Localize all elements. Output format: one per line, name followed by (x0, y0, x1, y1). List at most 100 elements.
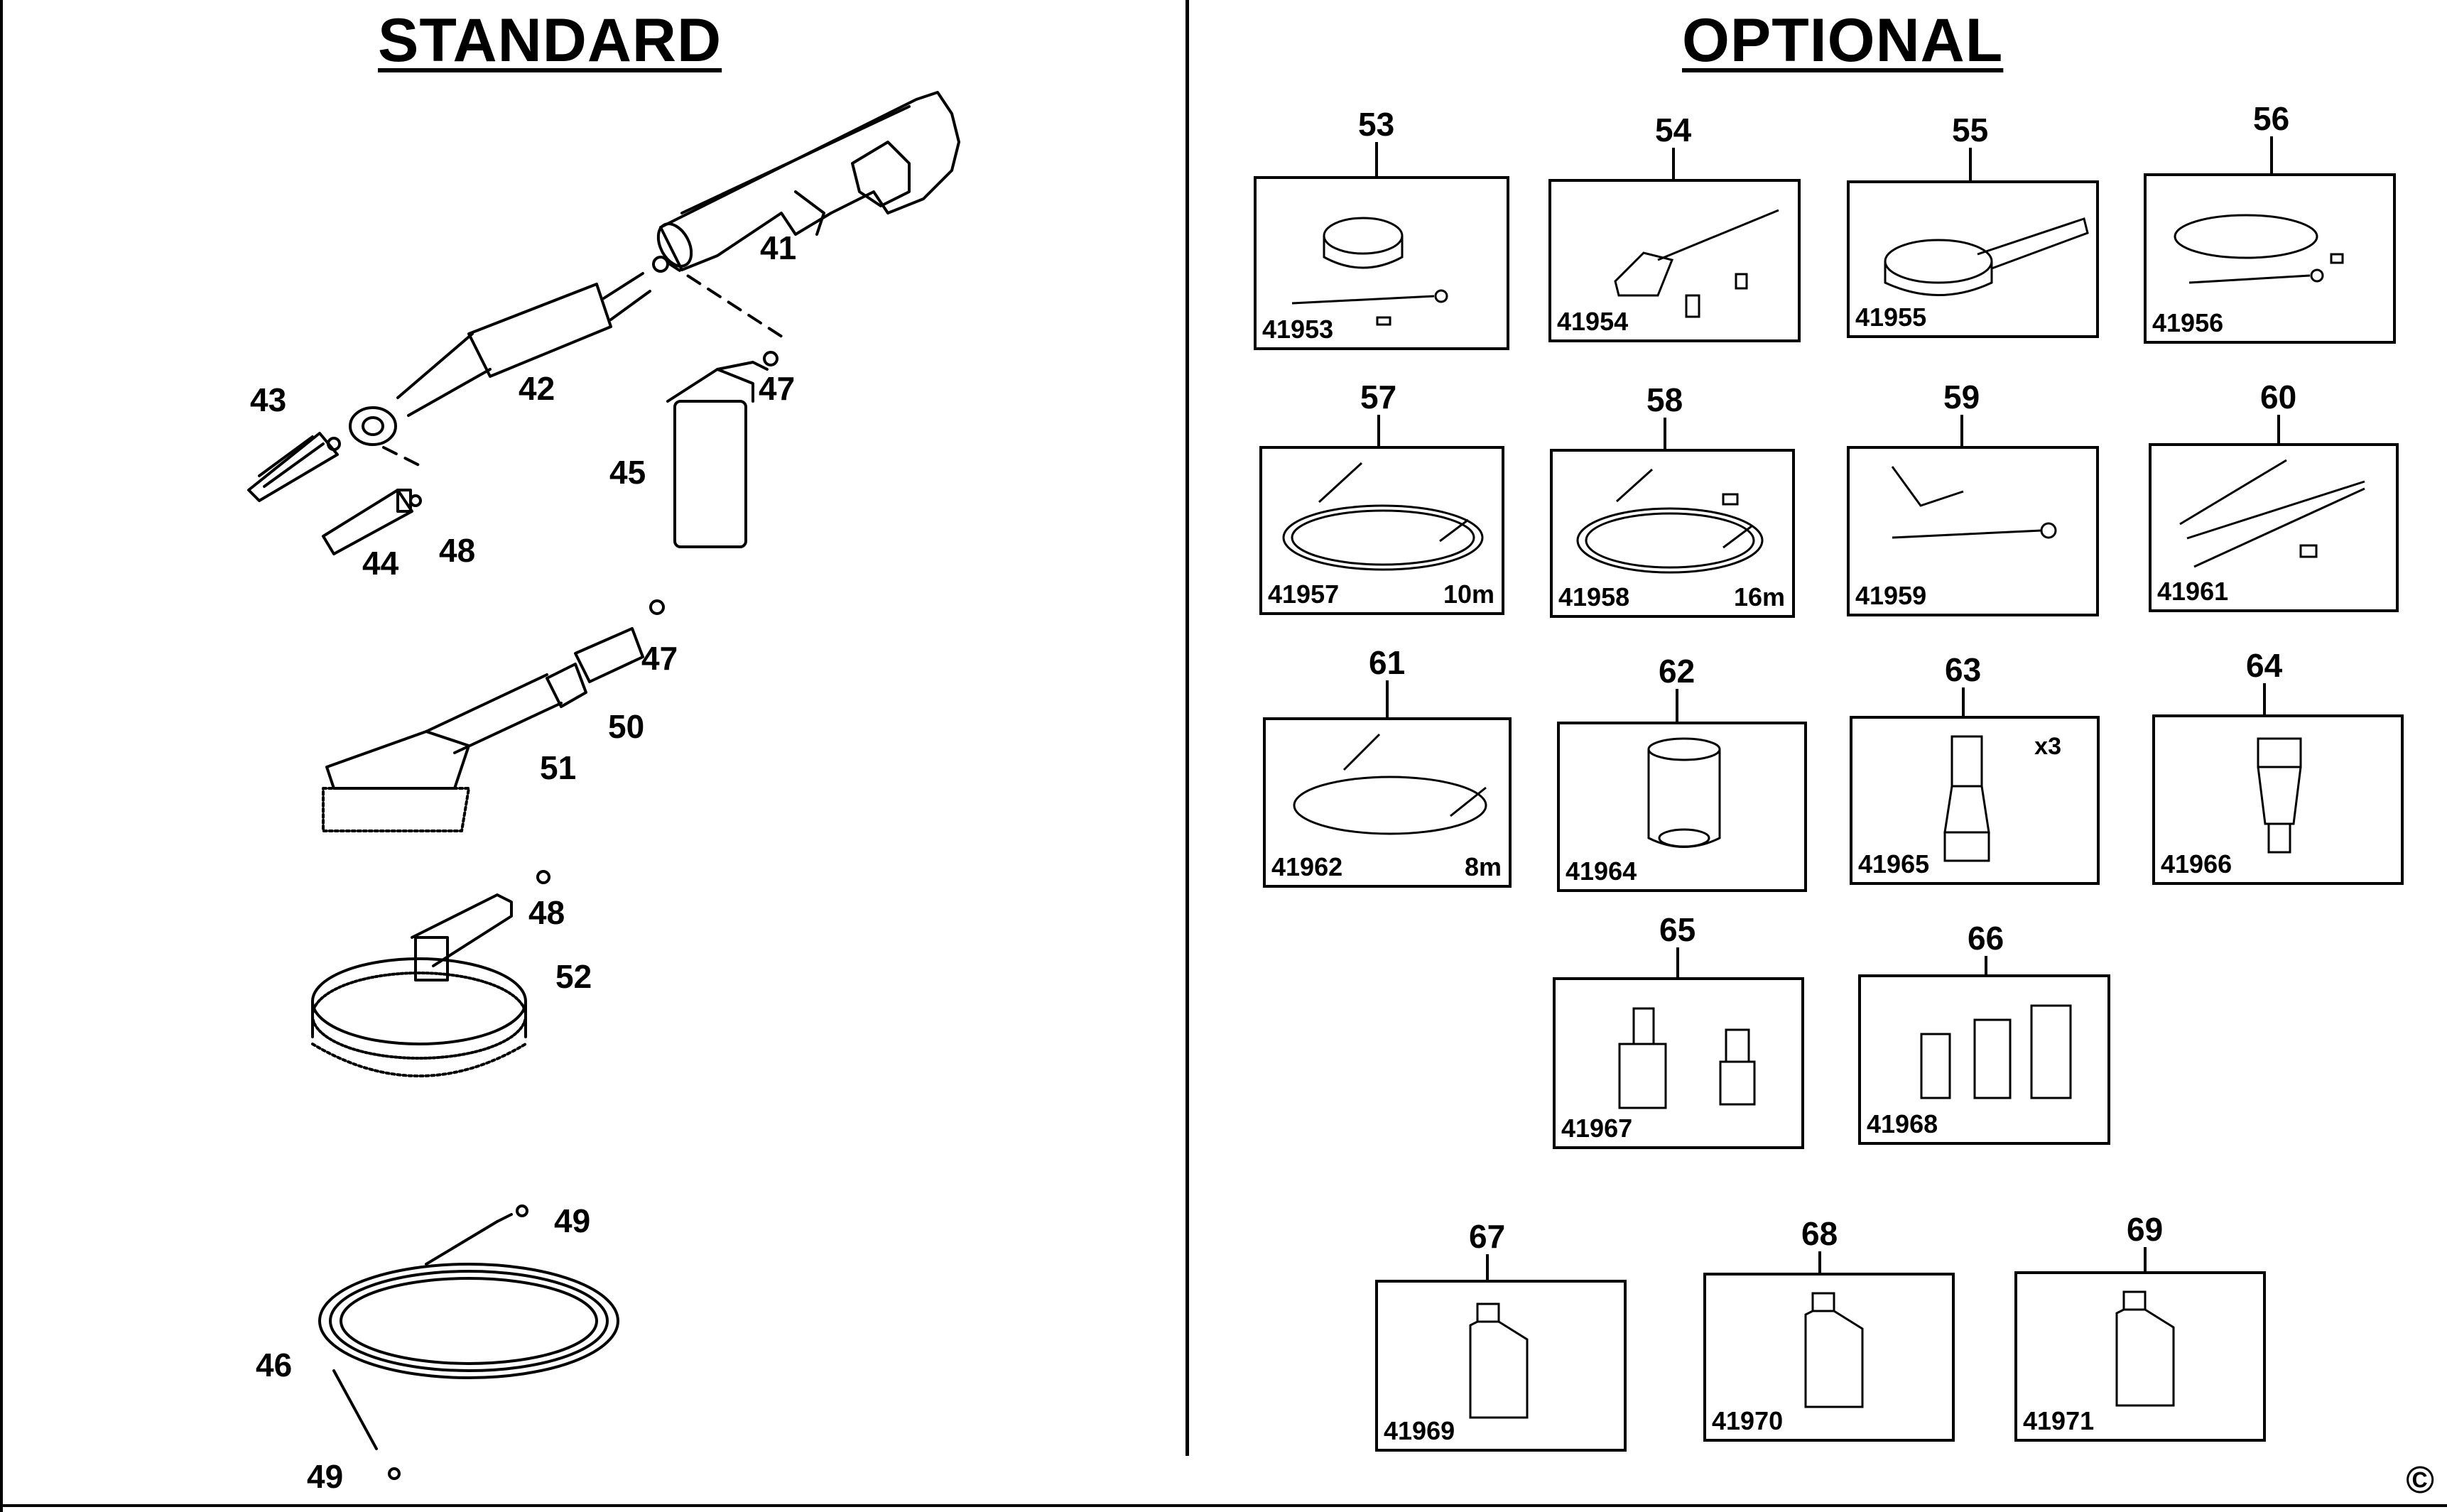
pipe-cleaner-kit-drawing (2174, 214, 2344, 284)
optional-item-64: 41966 (2152, 714, 2404, 885)
item-code-60: 41961 (2157, 577, 2229, 606)
item-number-65: 65 (1659, 911, 1696, 948)
leader-53 (1375, 142, 1378, 176)
optional-item-69: 41971 (2014, 1271, 2266, 1442)
hose-drawing (318, 1204, 619, 1480)
callout-42: 42 (519, 370, 555, 407)
leader-63 (1962, 687, 1965, 716)
standard-parts-illustration (247, 91, 960, 1480)
item-number-58: 58 (1646, 381, 1683, 418)
item-number-61: 61 (1369, 644, 1406, 681)
callout-48-upper: 48 (439, 532, 476, 569)
item-code-56: 41956 (2152, 308, 2224, 337)
callout-45: 45 (609, 454, 646, 491)
optional-item-68: 41970 (1703, 1273, 1955, 1442)
optional-item-67: 41969 (1375, 1280, 1627, 1452)
leader-56 (2270, 136, 2273, 173)
hose-16m-drawing (1576, 468, 1764, 574)
item-number-69: 69 (2127, 1211, 2164, 1248)
detergent-bottle-67-drawing (1469, 1302, 1529, 1419)
hose-8m-drawing (1293, 733, 1487, 835)
item-number-60: 60 (2260, 379, 2297, 415)
callout-50: 50 (608, 708, 645, 745)
standard-heading: STANDARD (378, 6, 722, 75)
leader-65 (1676, 947, 1679, 977)
optional-item-53: 41953 (1254, 176, 1509, 350)
item-code-57: 41957 (1268, 580, 1340, 609)
leader-58 (1664, 418, 1666, 449)
item-length-58: 16m (1733, 582, 1785, 611)
item-code-65: 41967 (1561, 1114, 1633, 1143)
telescopic-lance-drawing (2179, 459, 2365, 568)
callout-49-lower: 49 (307, 1458, 344, 1495)
item-code-63: 41965 (1858, 849, 1930, 879)
leader-67 (1486, 1254, 1489, 1280)
item-number-68: 68 (1801, 1215, 1838, 1252)
item-code-69: 41971 (2023, 1406, 2095, 1435)
item-code-68: 41970 (1712, 1406, 1784, 1435)
optional-item-61: 41962 8m (1263, 717, 1512, 888)
leader-69 (2144, 1247, 2147, 1271)
detergent-bottle-drawing (666, 351, 778, 548)
callout-47-upper: 47 (759, 370, 796, 407)
item-number-56: 56 (2253, 100, 2290, 137)
callout-46: 46 (256, 1347, 293, 1383)
item-number-57: 57 (1360, 379, 1397, 415)
item-code-59: 41959 (1855, 581, 1927, 610)
item-number-62: 62 (1659, 653, 1695, 690)
item-code-58: 41958 (1558, 582, 1630, 611)
optional-item-58: 41958 16m (1550, 449, 1795, 618)
optional-item-62: 41964 (1557, 722, 1807, 892)
item-quantity-63: x3 (2034, 733, 2061, 760)
leader-61 (1386, 680, 1389, 717)
spray-gun-drawing (656, 91, 960, 271)
leader-55 (1969, 148, 1972, 180)
optional-item-60: 41961 (2149, 443, 2399, 612)
callout-48-lower: 48 (528, 894, 565, 931)
callout-51: 51 (540, 749, 577, 786)
patio-cleaner-drawing (311, 870, 550, 1077)
item-length-57: 10m (1443, 580, 1494, 609)
callout-49-upper: 49 (554, 1202, 591, 1239)
angled-lance-drawing (1891, 466, 2057, 539)
item-number-55: 55 (1952, 112, 1989, 148)
item-code-54: 41954 (1557, 307, 1629, 336)
leader-57 (1377, 415, 1380, 446)
item-code-64: 41966 (2161, 849, 2232, 879)
page-frame-bottom (0, 1504, 2447, 1507)
optional-item-56: 41956 (2144, 173, 2396, 344)
detergent-bottle-69-drawing (2115, 1290, 2175, 1407)
item-length-61: 8m (1464, 852, 1502, 881)
turbo-nozzle-drawing (247, 432, 341, 502)
optional-heading: OPTIONAL (1682, 6, 2004, 75)
item-code-67: 41969 (1384, 1416, 1455, 1445)
leader-68 (1818, 1251, 1821, 1273)
item-code-62: 41964 (1566, 856, 1637, 886)
surface-cleaner-kit-drawing (1291, 217, 1448, 326)
leader-54 (1672, 148, 1675, 179)
leader-60 (2277, 415, 2280, 443)
rotary-brush-drawing (1884, 217, 2089, 296)
adapter-set-a-drawing (1618, 1007, 1756, 1109)
callout-44: 44 (362, 545, 399, 582)
leader-62 (1676, 689, 1678, 722)
optional-item-59: 41959 (1847, 446, 2099, 616)
optional-item-66: 41968 (1858, 974, 2110, 1145)
variable-nozzle-drawing (322, 489, 422, 555)
nozzle-set-drawing (1943, 735, 1990, 862)
leader-59 (1960, 415, 1963, 446)
item-number-64: 64 (2246, 647, 2283, 684)
adapter-set-b-drawing (1920, 1004, 2072, 1099)
item-code-61: 41962 (1271, 852, 1343, 881)
rotary-nozzle-drawing (2257, 737, 2302, 854)
item-number-67: 67 (1469, 1218, 1506, 1255)
item-number-54: 54 (1655, 112, 1692, 148)
brush-kit-drawing (1614, 209, 1779, 318)
lance-drawing (349, 256, 669, 446)
item-code-55: 41955 (1855, 303, 1927, 332)
optional-item-55: 41955 (1847, 180, 2099, 338)
optional-item-65: 41967 (1553, 977, 1804, 1149)
page-frame-left (0, 0, 3, 1512)
optional-item-63: x3 41965 (1850, 716, 2100, 885)
